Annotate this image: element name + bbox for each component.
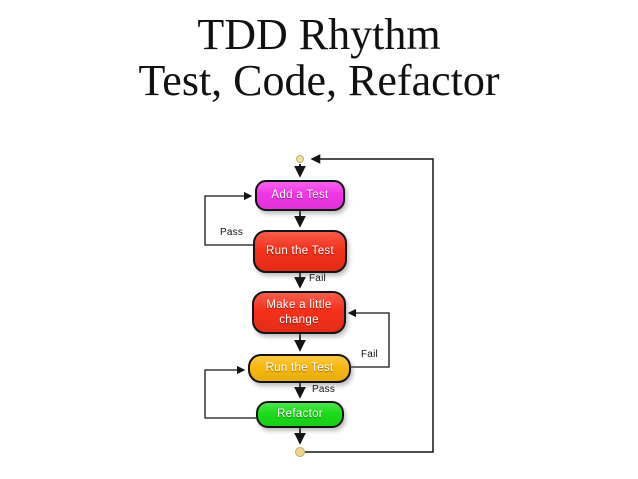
title-line-2: Test, Code, Refactor — [138, 56, 500, 105]
node-make-a-little-change: Make a little change — [252, 291, 346, 334]
edge-label-pass-bottom: Pass — [312, 384, 336, 395]
node-add-a-test: Add a Test — [255, 180, 345, 211]
edge-fail-loop-run-test-to-make-change — [347, 308, 390, 368]
edge-loop-end-to-start — [305, 154, 434, 453]
node-refactor: Refactor — [256, 401, 344, 428]
title-line-1: TDD Rhythm — [197, 10, 441, 59]
edge-label-fail-right: Fail — [361, 349, 378, 360]
edge-label-fail-top: Fail — [309, 273, 326, 284]
start-marker-dot — [296, 155, 304, 163]
edge-label-pass-top: Pass — [220, 227, 244, 238]
node-run-the-test-1: Run the Test — [253, 230, 347, 273]
edge-loop-refactor-to-run-test — [204, 365, 256, 419]
edge-pass-loop-run-test-to-add-test — [204, 191, 253, 246]
node-run-the-test-2: Run the Test — [248, 354, 351, 383]
end-marker-dot — [295, 447, 305, 457]
slide-title: TDD Rhythm Test, Code, Refactor — [0, 12, 638, 104]
